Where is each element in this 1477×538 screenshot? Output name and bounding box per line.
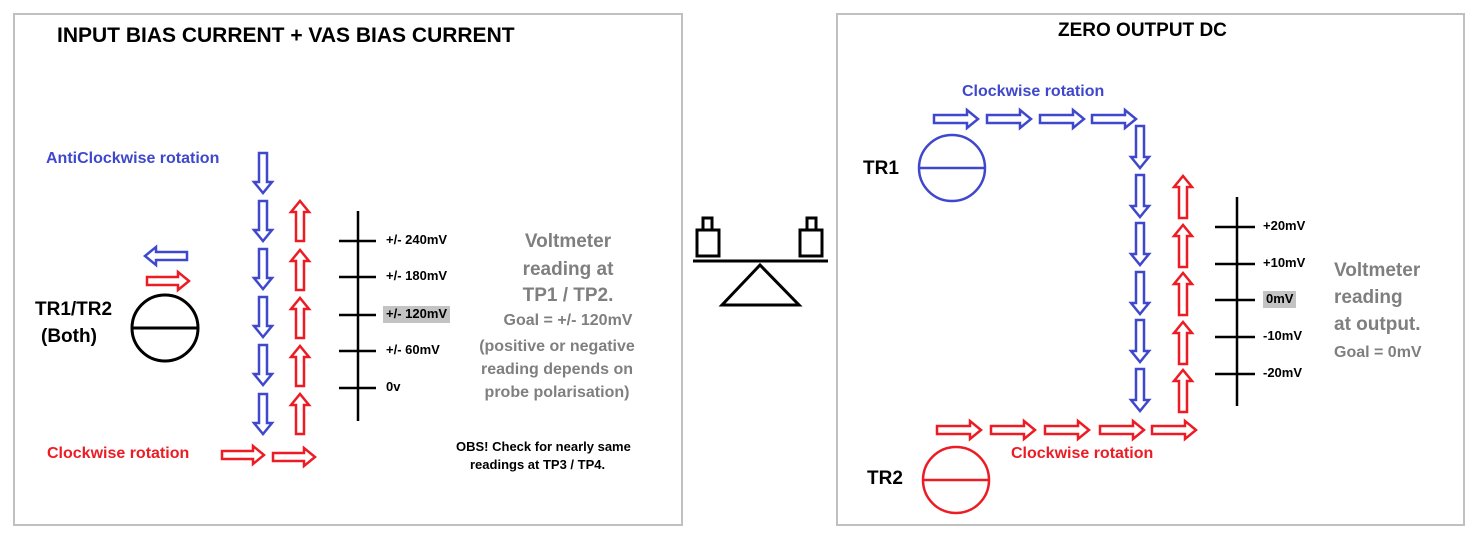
right-voltmeter-line2: reading [1334, 287, 1403, 308]
right-tick-label: -10mV [1263, 328, 1303, 343]
obs-note-line1: OBS! Check for nearly same [456, 439, 631, 454]
arrow-down-blue-icon [251, 392, 275, 436]
right-tick-label: +20mV [1263, 218, 1306, 233]
arrow-right-red-icon [145, 269, 191, 293]
trimmer-label-tr2: TR2 [867, 468, 903, 489]
arrow-down-blue-icon [1128, 367, 1152, 413]
arrow-down-blue-icon [251, 295, 275, 339]
trimmer-label-tr1-tr2: TR1/TR2 [35, 299, 113, 320]
right-tick-label: -20mV [1263, 365, 1303, 380]
trimmer-symbol-tr1-tr2[interactable] [130, 293, 200, 363]
arrow-right-blue-icon [1038, 107, 1086, 131]
arrow-up-red-icon [1171, 368, 1195, 414]
left-voltmeter-line2: reading at [522, 259, 614, 280]
trimmer-symbol-tr1[interactable] [917, 133, 987, 203]
arrow-up-red-icon [288, 344, 312, 388]
arrow-right-red-icon [1098, 418, 1146, 442]
arrow-right-red-icon [989, 418, 1037, 442]
left-tick-label-highlighted: +/- 120mV [383, 306, 451, 323]
right-panel-zero-output [836, 13, 1465, 526]
left-note-line3: probe polarisation) [484, 384, 630, 401]
arrow-layer [143, 107, 1198, 469]
right-goal-text: Goal = 0mV [1334, 344, 1422, 361]
right-voltmeter-line3: at output. [1334, 314, 1421, 335]
left-goal-text: Goal = +/- 120mV [503, 312, 633, 329]
arrow-up-red-icon [288, 248, 312, 292]
arrow-down-blue-icon [251, 199, 275, 243]
clockwise-rotation-label-bottom: Clockwise rotation [1011, 445, 1154, 462]
right-voltage-scale [1215, 197, 1255, 406]
trimmer-symbol-tr2[interactable] [921, 445, 991, 515]
arrow-left-blue-icon [143, 244, 189, 268]
left-tick-label: +/- 180mV [386, 268, 448, 283]
left-voltmeter-line3: TP1 / TP2. [522, 285, 614, 306]
arrow-up-red-icon [288, 392, 312, 436]
trimmer-label-both: (Both) [41, 326, 97, 347]
arrow-right-red-icon [220, 443, 266, 467]
arrow-right-red-icon [1150, 418, 1198, 442]
arrow-right-red-icon [935, 418, 983, 442]
left-voltage-scale [339, 211, 376, 421]
obs-note-line2: readings at TP3 / TP4. [470, 457, 606, 472]
arrow-up-red-icon [288, 296, 312, 340]
arrow-down-blue-icon [1128, 318, 1152, 364]
left-voltmeter-line1: Voltmeter [524, 231, 612, 252]
arrow-right-blue-icon [1090, 107, 1138, 131]
clockwise-rotation-label-left: Clockwise rotation [47, 445, 190, 462]
clockwise-rotation-label-top: Clockwise rotation [962, 83, 1105, 100]
arrow-right-red-icon [1043, 418, 1091, 442]
arrow-down-blue-icon [1128, 124, 1152, 170]
right-panel-title: ZERO OUTPUT DC [1058, 20, 1227, 41]
arrow-up-red-icon [1171, 223, 1195, 269]
left-tick-label: +/- 240mV [386, 232, 448, 247]
left-panel-title: INPUT BIAS CURRENT + VAS BIAS CURRENT [57, 24, 515, 47]
arrow-up-red-icon [1171, 271, 1195, 317]
arrow-down-blue-icon [1128, 270, 1152, 316]
anticlockwise-rotation-label: AntiClockwise rotation [46, 150, 220, 167]
right-voltmeter-line1: Voltmeter [1334, 260, 1421, 281]
trimmer-label-tr1: TR1 [863, 158, 899, 179]
left-note-line2: reading depends on [480, 361, 633, 378]
arrow-right-blue-icon [932, 107, 980, 131]
seesaw-scale-icon [693, 216, 828, 307]
arrow-right-red-icon [271, 445, 317, 469]
arrow-up-red-icon [1171, 174, 1195, 220]
right-tick-label: +10mV [1263, 255, 1306, 270]
arrow-right-blue-icon [985, 107, 1033, 131]
arrow-down-blue-icon [251, 343, 275, 387]
left-panel-bias-current [13, 13, 683, 526]
left-tick-label: 0v [386, 379, 401, 394]
arrow-down-blue-icon [251, 151, 275, 195]
arrow-up-red-icon [288, 199, 312, 243]
arrow-down-blue-icon [1128, 221, 1152, 267]
right-tick-label-highlighted: 0mV [1263, 291, 1297, 308]
arrow-down-blue-icon [251, 247, 275, 291]
arrow-up-red-icon [1171, 320, 1195, 366]
left-note-line1: (positive or negative [479, 338, 635, 355]
arrow-down-blue-icon [1128, 173, 1152, 219]
left-tick-label: +/- 60mV [386, 342, 440, 357]
